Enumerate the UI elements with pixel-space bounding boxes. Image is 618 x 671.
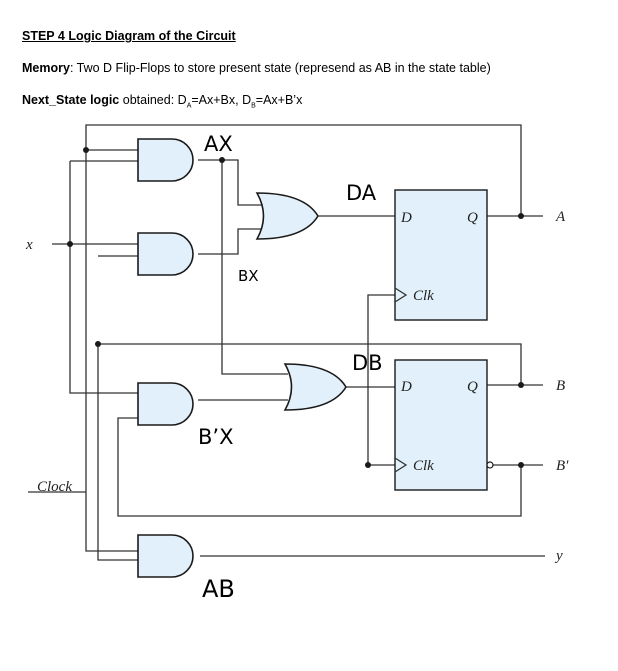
junction-dot	[83, 147, 89, 153]
annotation-ax: AX	[204, 132, 233, 156]
ff-b-q-label: Q	[467, 379, 478, 395]
or-gates	[255, 192, 347, 411]
next-state-sub-a: A	[186, 102, 192, 110]
a-feedback-wire	[85, 124, 522, 552]
annotation-da: DA	[346, 181, 377, 205]
annotation-bx: BX	[238, 267, 259, 285]
memory-label: Memory	[22, 61, 70, 75]
ff-b-d-label: D	[400, 379, 412, 395]
junction-dot	[518, 382, 524, 388]
next-state-sub-b: B	[251, 102, 256, 110]
and-bx-out	[198, 228, 262, 255]
or-gate-b	[283, 363, 347, 411]
output-b-label: B	[556, 378, 565, 394]
clock-to-ff-a	[367, 294, 395, 465]
or-gate-a	[255, 192, 319, 240]
handwritten-annotations: AX BX DA DB B’X AB	[198, 132, 383, 603]
page-title: STEP 4 Logic Diagram of the Circuit	[22, 29, 236, 43]
annotation-db: DB	[352, 351, 383, 375]
wires	[28, 124, 545, 561]
junction-dot	[95, 341, 101, 347]
annotation-ab: AB	[202, 575, 235, 603]
ff-a-d-label: D	[400, 210, 412, 226]
and-gate-bpx	[137, 382, 194, 426]
junction-dot	[67, 241, 73, 247]
next-state-label: Next_State logic	[22, 93, 120, 107]
x-bus	[69, 244, 138, 394]
junction-dot	[518, 462, 524, 468]
ff-a-q-label: Q	[467, 210, 478, 226]
flip-flop-b: D Q Clk	[394, 359, 494, 491]
ff-b-box	[394, 359, 488, 491]
ff-b-inverter-bubble-icon	[486, 461, 494, 469]
memory-text: : Two D Flip-Flops to store present stat…	[69, 61, 491, 75]
and-gate-ax	[137, 138, 194, 182]
ff-b-clk-label: Clk	[413, 458, 434, 474]
ff-a-clock-triangle-icon	[394, 287, 408, 303]
annotation-bprime-x: B’X	[198, 425, 233, 449]
memory-line: Memory: Two D Flip-Flops to store presen…	[22, 61, 491, 75]
next-state-text-post: =Ax+B’x	[255, 93, 303, 107]
and-gate-bx	[137, 232, 194, 276]
next-state-text-pre: obtained: D	[119, 93, 187, 107]
and-ax-out	[198, 159, 262, 206]
output-a-label: A	[555, 209, 566, 225]
input-x-label: x	[25, 237, 33, 253]
bprime-feedback-wire	[117, 417, 522, 517]
next-state-text-mid: =Ax+Bx, D	[191, 93, 252, 107]
junction-dot	[365, 462, 371, 468]
junction-dot	[518, 213, 524, 219]
and-gate-ab	[137, 534, 194, 578]
input-clock-label: Clock	[37, 479, 72, 495]
junction-dots	[67, 147, 524, 468]
next-state-line: Next_State logic obtained: DA=Ax+Bx, DB=…	[22, 93, 302, 110]
io-labels: x Clock A B B′ y	[25, 209, 569, 564]
output-b-prime-label: B′	[556, 458, 569, 474]
ff-a-clk-label: Clk	[413, 288, 434, 304]
output-y-label: y	[554, 548, 563, 564]
junction-dot	[219, 157, 225, 163]
and-gates	[137, 138, 194, 578]
and-ax-to-or-b	[221, 160, 288, 375]
ff-b-clock-triangle-icon	[394, 457, 408, 473]
ff-a-box	[394, 189, 488, 321]
flip-flop-a: D Q Clk	[394, 189, 488, 321]
